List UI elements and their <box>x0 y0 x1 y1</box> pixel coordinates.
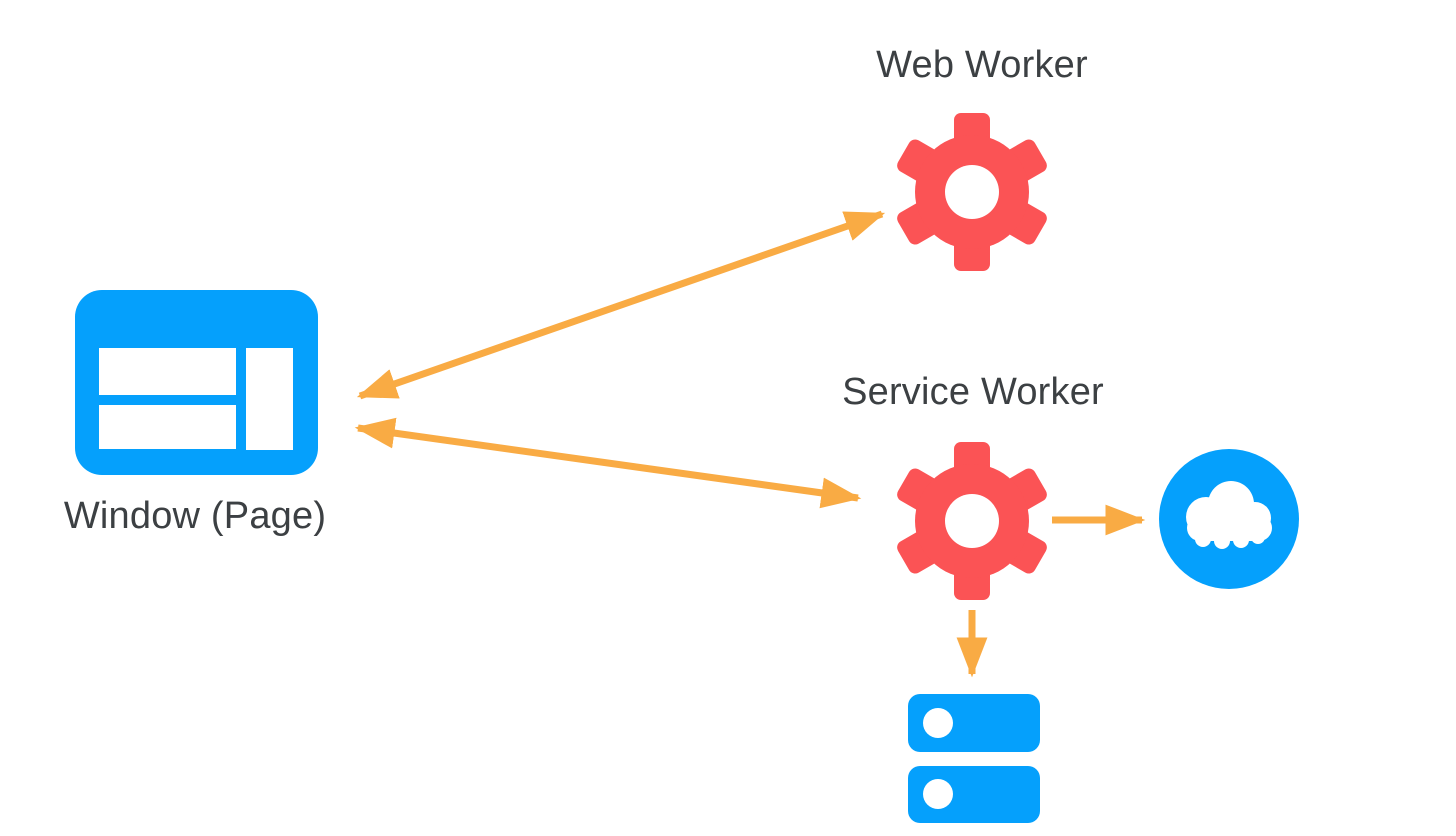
service-worker-gear-icon <box>897 442 1047 600</box>
arrow-window-service-worker <box>354 417 862 509</box>
web-worker-gear-icon <box>897 113 1047 271</box>
browser-window-icon <box>75 290 318 475</box>
web-worker-label: Web Worker <box>876 44 1088 86</box>
arrow-window-web-worker <box>356 210 886 400</box>
service-worker-label: Service Worker <box>842 371 1104 413</box>
cloud-icon <box>1159 449 1299 589</box>
window-page-label: Window (Page) <box>63 495 327 537</box>
storage-stack-icon <box>908 694 1040 823</box>
edges <box>354 210 1146 678</box>
